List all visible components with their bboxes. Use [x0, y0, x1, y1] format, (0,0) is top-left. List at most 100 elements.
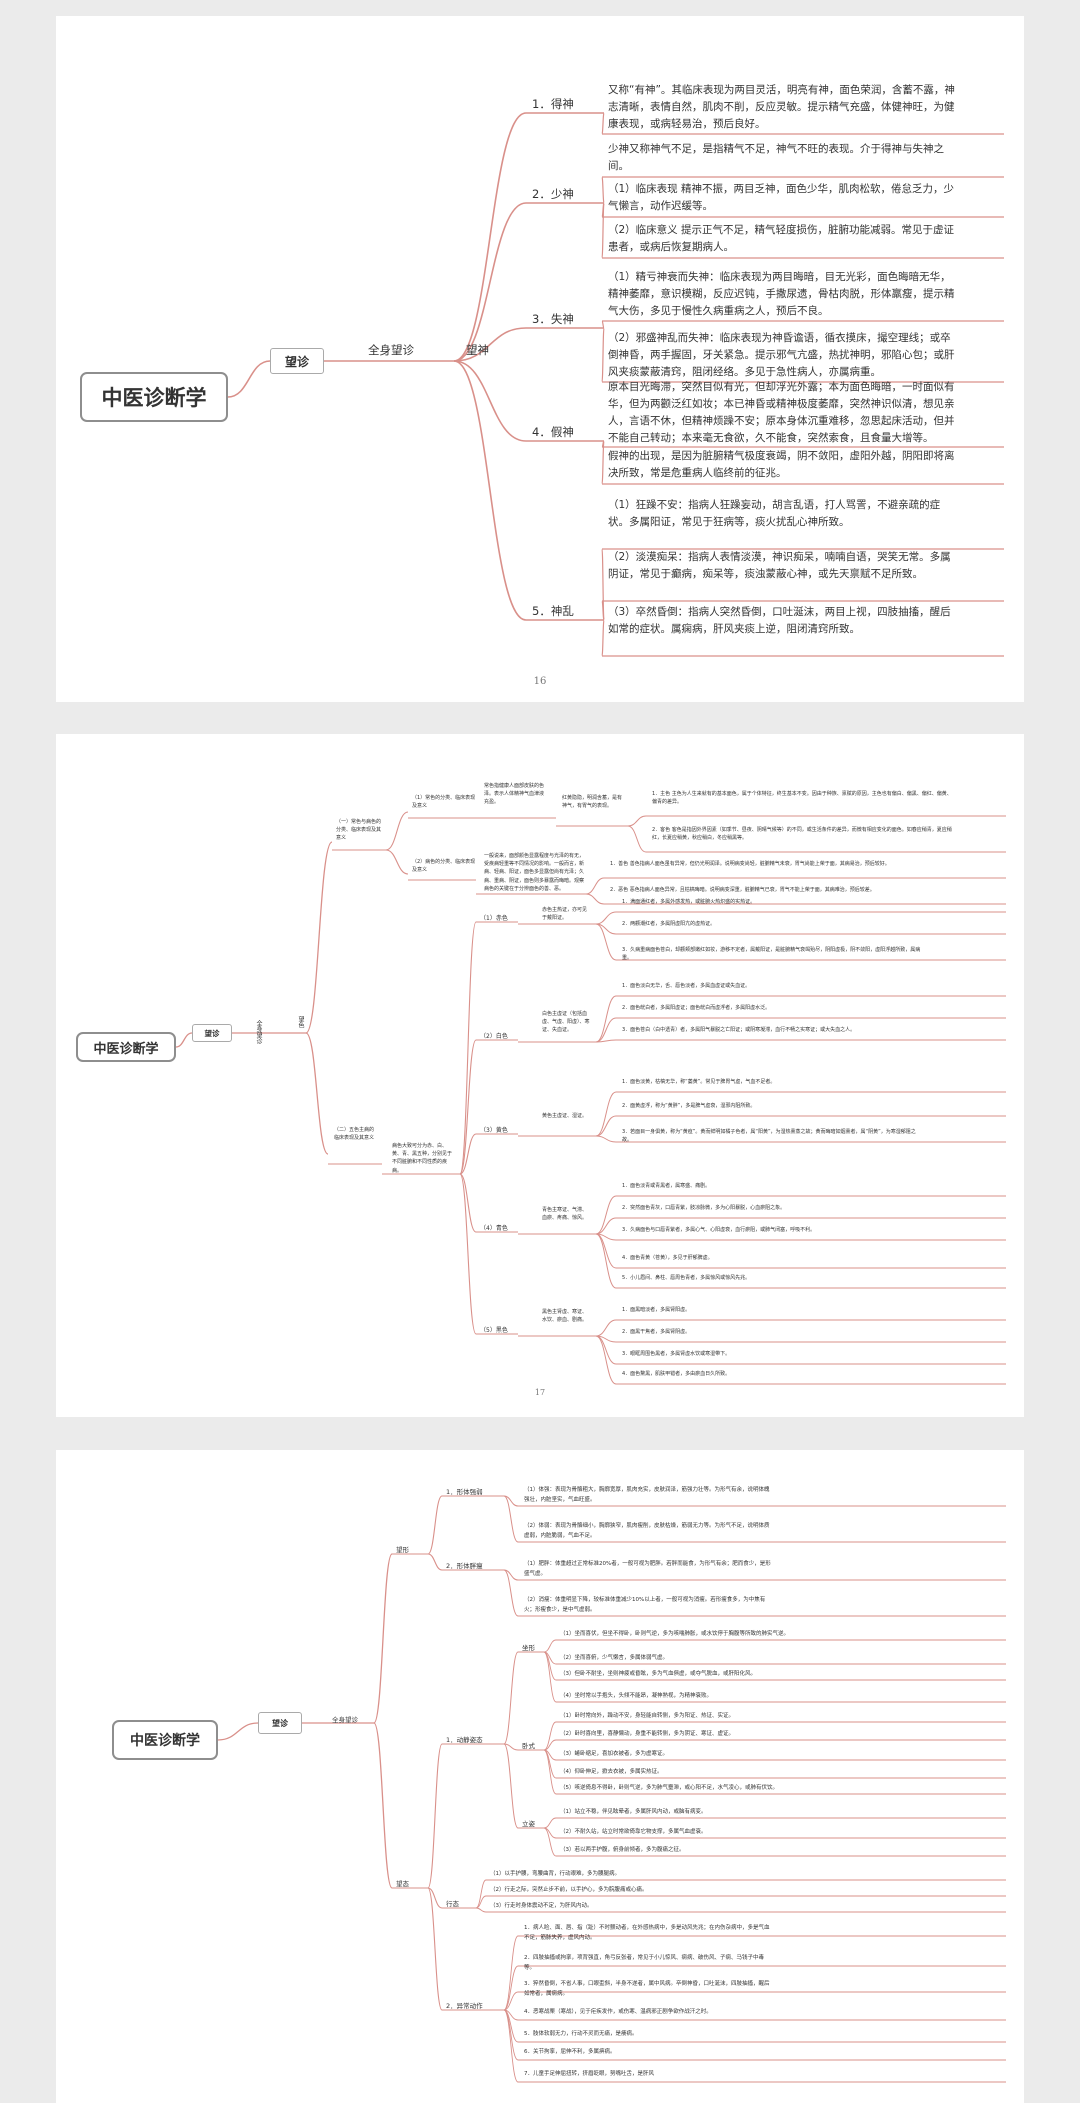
text-connector [595, 1233, 617, 1269]
text-connector [503, 1495, 519, 1507]
posture-text: （3）但卧不耐坐，坐则神疲或昏眩，多为气血俱虚，或夺气脱血，或肝阳化风。 [560, 1671, 757, 1677]
color-text: 1．面黑暗淡者，多属肾阳虚。 [622, 1307, 691, 1313]
page-number: 16 [533, 676, 547, 687]
text-connector [595, 995, 617, 1043]
item-text: （1）体强：表现为骨骼粗大，胸廓宽厚，肌肉充实，皮肤润泽，筋强力壮等。为形气有余… [524, 1487, 770, 1503]
section-2 [305, 1032, 329, 1155]
color-label: （4）青色 [480, 1225, 508, 1232]
color-branch [459, 1173, 477, 1233]
root-to-l1 [175, 1032, 193, 1048]
text-connector [503, 1991, 519, 2011]
topic-label: 5．神乱 [532, 604, 574, 618]
topic-label: 3．失神 [532, 312, 574, 326]
topic-text: 又称“有神”。其临床表现为两目灵活，明亮有神，面色荣润，含蓄不露，神志清晰，表情… [608, 84, 955, 130]
branch-posture [373, 1722, 393, 1889]
item-desc: 常色指健康人面部皮肤的色泽。表示人体精神气血津液充盈。 [484, 783, 545, 806]
action-text: 5．肢体软弱无力，行动不灵而无痛，是痿病。 [524, 2031, 638, 2037]
text-connector [595, 911, 617, 925]
text-connector [595, 1039, 617, 1043]
color-text: 1．面色淡白无华，舌、唇色淡者，多属血虚证或失血证。 [622, 983, 751, 989]
branch-5 [453, 360, 527, 621]
topic-text: （3）卒然昏倒：指病人突然昏倒，口吐涎沫，两目上视，四肢抽搐，醒后如常的症状。属… [608, 606, 951, 635]
color-text: 4．面色黧黑，肌肤甲错者，多由瘀血日久所致。 [622, 1371, 731, 1377]
text-connector [543, 1749, 557, 1761]
text-connector [595, 1233, 617, 1289]
text-connector [595, 1195, 617, 1235]
topic-text-connector [601, 440, 605, 485]
walk-text: （1）以手护腰，弯腰曲背，行动艰难，多为腰腿病。 [490, 1871, 621, 1877]
text-connector [543, 1827, 557, 1857]
level3-label: 望神 [466, 343, 489, 357]
text-connector [595, 1319, 617, 1337]
color-label: （1）赤色 [480, 915, 508, 922]
root-to-l1 [227, 360, 271, 398]
posture-text: （1）卧时常向外，躁动不安，身轻能自转侧，多为阳证、热证、实证。 [560, 1713, 735, 1719]
topic-text-connector [601, 548, 605, 621]
text-connector [475, 1907, 487, 1913]
action-text: 4．恶寒战栗（寒战），见于疟疾发作，或伤寒、温病邪正剧争欲作战汗之时。 [524, 2009, 712, 2015]
color-text: 1．面色淡黄，枯槁无华，称“萎黄”。常见于脾胃气虚，气血不足者。 [622, 1079, 776, 1085]
text-connector [595, 923, 617, 961]
topic-text-connector [601, 600, 605, 621]
text-connector [595, 1335, 617, 1343]
item-text: 1．主色 主色为人生来就有的基本面色，属于个体特征，终生基本不变。因由于种族、禀… [652, 791, 952, 806]
topic-text: （2）临床意义 提示正气不足，精气轻度损伤，脏腑功能减弱。常见于虚证患者，或病后… [608, 224, 955, 253]
text-connector [475, 1895, 487, 1909]
text-connector [543, 1739, 557, 1751]
item-sub: 红黄隐隐，明润含蓄，是有神气，有胃气的表现。 [562, 795, 623, 810]
color-text: 3．面色苍白（白中透青）者，多属阳气暴脱之亡阳证；或阴寒凝滞，血行不畅之实寒证；… [622, 1027, 856, 1033]
posture-text: （3）若以两手护腹，俯身前倾者，多为腹痛之征。 [560, 1847, 685, 1853]
item-desc: 一般说来，面部颜色显露程度与光泽的有无，受疾病轻重等不同情况的影响。一般而言，新… [484, 853, 585, 892]
root-to-l1 [217, 1722, 259, 1741]
action-text: 7．儿童手足伸屈扭转，挤眉眨眼，努嘴吐舌，是肝风 [524, 2071, 655, 2077]
item-text: （2）体弱：表现为骨骼细小，胸廓狭窄，肌肉瘦削，皮肤枯燥，筋弱无力等。为形气不足… [524, 1523, 770, 1539]
color-branch [459, 1173, 477, 1335]
branch-4 [453, 360, 527, 442]
text-connector [595, 1335, 617, 1385]
text-connector [543, 1639, 557, 1653]
topic-label: 1．得神 [532, 97, 574, 111]
posture-text: （3）蜷卧缩足，喜加衣被者，多为虚寒证。 [560, 1751, 669, 1757]
topic-text-connector [601, 202, 605, 259]
item-text: （1）肥胖：体重超过正常标准20%者，一般可视为肥胖。若胖而能食，为形气有余；肥… [524, 1561, 771, 1577]
item-label: 1．动静姿态 [446, 1736, 483, 1744]
color-label: （3）黄色 [480, 1127, 508, 1134]
text-connector [627, 815, 647, 827]
posture-text: （2）不耐久站，站立时常欲倚靠它物支撑，多属气血虚衰。 [560, 1829, 707, 1835]
branch-1 [453, 112, 527, 362]
topic-label: 2．少神 [532, 187, 574, 201]
item-text: 1．善色 善色指病人面色虽有异常，但仍光明润泽。说明病变尚轻，脏腑精气未衰，胃气… [610, 861, 890, 867]
item-label: 行态 [446, 1900, 459, 1908]
text-connector [503, 1965, 519, 2011]
topic-text: （2）邪盛神乱而失神：临床表现为神昏谵语，循衣摸床，撮空理线；或卒倒神昏，两手握… [608, 332, 955, 378]
branch-2 [453, 202, 527, 362]
color-text: 2．面色㿠白者，多属阳虚证；面色㿠白而虚浮者，多属阳虚水泛。 [622, 1005, 771, 1011]
text-connector [585, 893, 605, 905]
item-connector [427, 1887, 443, 2011]
text-connector [503, 2009, 519, 2061]
text-connector [503, 1569, 519, 1617]
posture-connector [503, 1743, 519, 1751]
connector-lines [217, 1495, 1006, 2083]
text-connector [503, 1935, 519, 2011]
topic-text: 原本目光晦滞，突然目似有光，但却浮光外露；本为面色晦暗，一时面似有华，但为两颧泛… [608, 381, 955, 444]
text-connector [595, 1091, 617, 1137]
topic-text: （1）精亏神衰而失神：临床表现为两目晦暗，目无光彩，面色晦暗无华，精神萎靡，意识… [608, 271, 955, 317]
level1-node: 望诊 [258, 1712, 302, 1734]
root-node: 中医诊断学 [76, 1032, 176, 1062]
item-label: （1）常色的分类、临床表现及意义 [412, 795, 476, 810]
color-text: 2．面黄虚浮，称为“黄胖”，多是脾气虚衰，湿邪内阻所致。 [622, 1103, 756, 1109]
item-label: 1．形体强弱 [446, 1488, 483, 1496]
walk-text: （3）行走时身体震动不定，为肝风内动。 [490, 1903, 593, 1909]
item-connector [385, 849, 409, 875]
root-node: 中医诊断学 [112, 1720, 218, 1760]
item-connector [427, 1553, 443, 1571]
posture-text: （4）坐时常以手抱头，头倾不能昂，凝神熟视，为精神衰败。 [560, 1693, 713, 1699]
color-branch [459, 921, 477, 1175]
posture-label: 卧式 [522, 1742, 535, 1750]
action-text: 3．猝然昏倒，不省人事，口眼歪斜，半身不遂者，属中风病。卒倒神昏，口吐涎沫，四肢… [524, 1981, 770, 1997]
text-connector [543, 1651, 557, 1703]
action-text: 1．病人睑、面、唇、指（趾）不时颤动者，在外感热病中，多是动风先兆；在内伤杂病中… [524, 1925, 770, 1941]
